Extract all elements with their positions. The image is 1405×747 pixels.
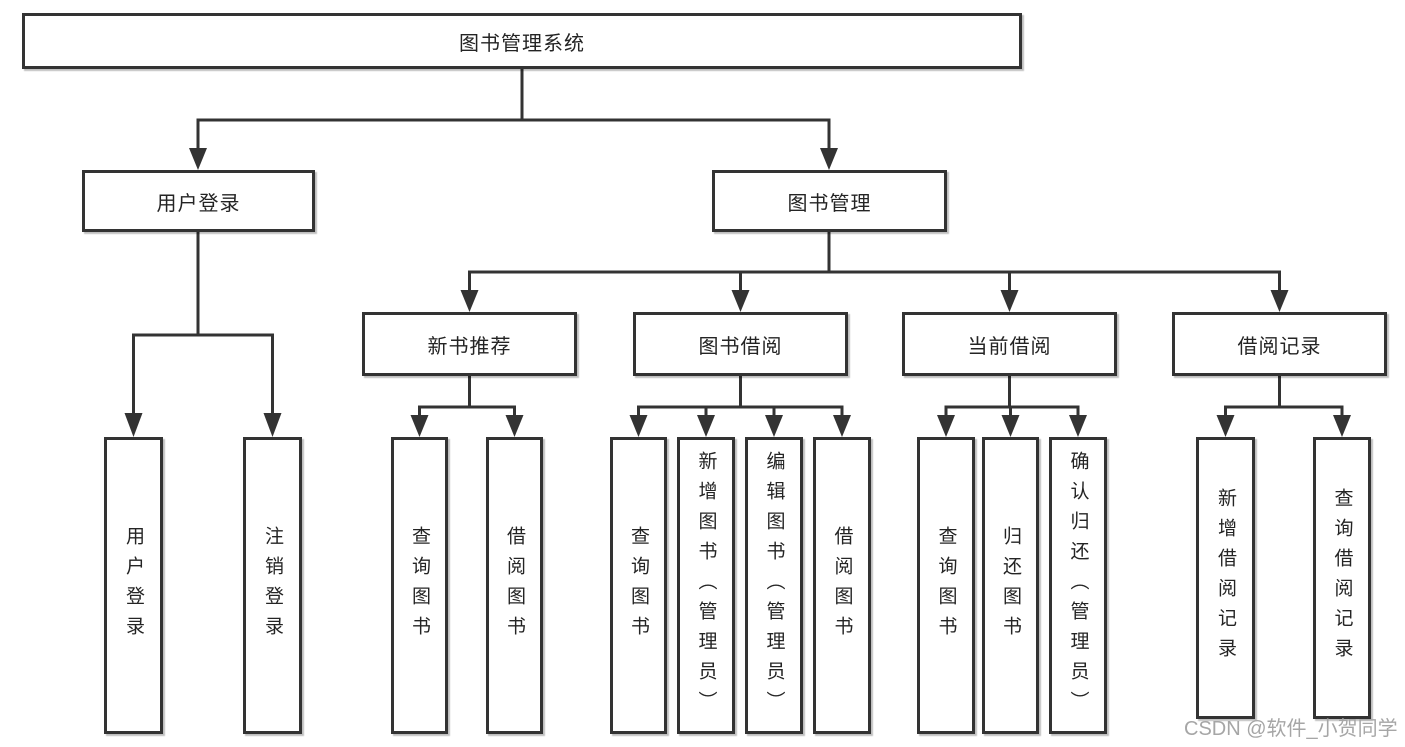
- node-book-borrowing: 图书借阅: [633, 312, 848, 376]
- leaf-logout-label: 注销登录: [262, 525, 283, 646]
- leaf-user-login-label: 用户登录: [123, 525, 144, 646]
- node-root: 图书管理系统: [22, 13, 1022, 69]
- leaf-borrow-books: 借阅图书: [813, 437, 871, 734]
- leaf-search-books-current: 查询图书: [917, 437, 975, 734]
- leaf-edit-book-admin: 编辑图书（管理员）: [745, 437, 803, 734]
- leaf-search-borrow-record: 查询借阅记录: [1313, 437, 1371, 719]
- node-new-book-recommendation: 新书推荐: [362, 312, 577, 376]
- node-user-login-label: 用户登录: [156, 192, 241, 215]
- leaf-confirm-return-admin: 确认归还（管理员）: [1049, 437, 1107, 734]
- leaf-add-borrow-record-label: 新增借阅记录: [1215, 488, 1236, 668]
- leaf-borrow-books-recommend: 借阅图书: [486, 437, 543, 734]
- leaf-search-books-borrow: 查询图书: [610, 437, 667, 734]
- leaf-user-login: 用户登录: [104, 437, 163, 734]
- leaf-logout: 注销登录: [243, 437, 302, 734]
- node-user-login: 用户登录: [82, 170, 315, 232]
- leaf-search-borrow-record-label: 查询借阅记录: [1331, 488, 1353, 668]
- arrowhead-group: [124, 148, 1351, 437]
- leaf-edit-book-admin-label: 编辑图书（管理员）: [763, 450, 785, 721]
- leaf-search-books-current-label: 查询图书: [935, 525, 957, 646]
- leaf-return-books-label: 归还图书: [1000, 525, 1021, 646]
- watermark: CSDN @软件_小贺同学: [1184, 718, 1398, 740]
- leaf-add-book-admin-label: 新增图书（管理员）: [695, 450, 717, 721]
- node-book-borrowing-label: 图书借阅: [698, 335, 783, 358]
- leaf-search-books-recommend: 查询图书: [391, 437, 448, 734]
- leaf-borrow-books-recommend-label: 借阅图书: [504, 525, 525, 646]
- node-current-borrowing: 当前借阅: [902, 312, 1117, 376]
- leaf-search-books-borrow-label: 查询图书: [628, 525, 649, 646]
- node-book-management-label: 图书管理: [787, 192, 872, 215]
- leaf-add-borrow-record: 新增借阅记录: [1196, 437, 1255, 719]
- leaf-borrow-books-label: 借阅图书: [831, 525, 853, 646]
- node-borrowing-records-label: 借阅记录: [1237, 335, 1322, 358]
- node-borrowing-records: 借阅记录: [1172, 312, 1387, 376]
- node-book-management: 图书管理: [712, 170, 947, 232]
- leaf-confirm-return-admin-label: 确认归还（管理员）: [1067, 450, 1089, 721]
- leaf-add-book-admin: 新增图书（管理员）: [677, 437, 735, 734]
- node-current-borrowing-label: 当前借阅: [967, 335, 1052, 358]
- node-root-label: 图书管理系统: [459, 32, 585, 55]
- leaf-return-books: 归还图书: [982, 437, 1039, 734]
- leaf-search-books-recommend-label: 查询图书: [409, 525, 430, 646]
- node-new-book-recommendation-label: 新书推荐: [427, 335, 512, 358]
